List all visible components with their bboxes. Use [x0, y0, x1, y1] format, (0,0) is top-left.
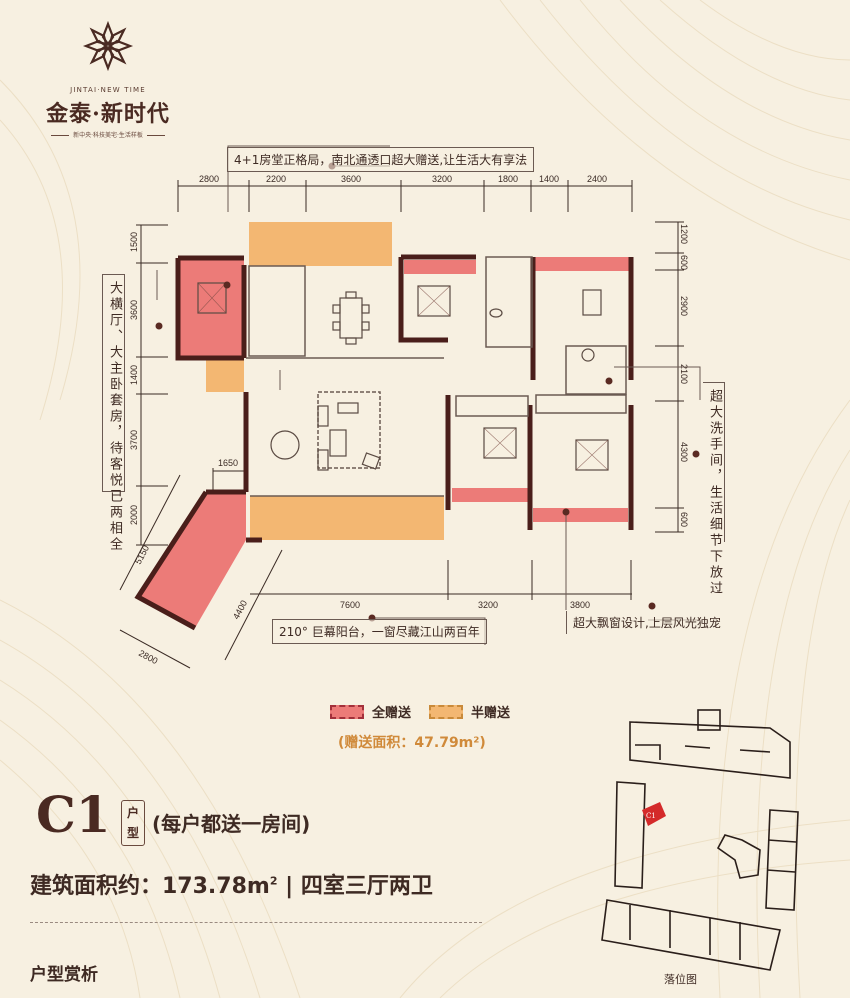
section-title: 户型赏析 [30, 965, 98, 985]
svg-text:2800: 2800 [137, 648, 159, 666]
brand-english-name: JINTAI·NEW TIME [70, 86, 146, 94]
callout-bathroom: 超大洗手间，生活细节下放过 [703, 382, 725, 597]
unit-model-tag: 户 型 [121, 800, 145, 846]
callout-living-room: 大横厅、大主卧套房，待客悦已两相全 [102, 274, 125, 553]
model-tag-line1: 户 [126, 806, 139, 820]
unit-note: (每户都送一房间) [152, 812, 311, 836]
dim-top-4: 1800 [498, 174, 518, 184]
room-config: | 四室三厅两卫 [277, 874, 433, 899]
unit-model: C1 [36, 785, 111, 844]
svg-text:3600: 3600 [129, 300, 139, 320]
svg-text:1200: 1200 [679, 224, 689, 244]
area-value: 建筑面积约：173.78m [30, 874, 270, 899]
gift-area: (赠送面积：47.79m²) [338, 735, 486, 751]
callout-balcony: 210° 巨幕阳台，一窗尽藏江山两百年 [272, 619, 487, 644]
full-gift-swatch [330, 704, 364, 719]
svg-text:4300: 4300 [679, 442, 689, 462]
svg-text:5150: 5150 [133, 544, 151, 566]
c1-marker-label: C1 [646, 812, 656, 820]
site-location-map: C1 [601, 709, 799, 971]
svg-text:1400: 1400 [129, 365, 139, 385]
dim-bottom-1: 3200 [478, 600, 498, 610]
svg-text:600: 600 [679, 512, 689, 527]
c1-marker [642, 802, 666, 826]
dim-top-3: 3200 [432, 174, 452, 184]
svg-text:600: 600 [679, 255, 689, 270]
svg-text:2000: 2000 [129, 505, 139, 525]
lotus-flower-icon [82, 20, 134, 72]
full-gift-label: 全赠送 [372, 706, 412, 721]
sitemap-caption: 落位图 [664, 973, 697, 986]
dim-top-1: 2200 [266, 174, 286, 184]
area-sup: 2 [269, 874, 278, 888]
model-tag-line2: 型 [126, 826, 139, 840]
dim-bottom-0: 7600 [340, 600, 360, 610]
dim-bottom-2: 3800 [570, 600, 590, 610]
svg-text:1500: 1500 [129, 232, 139, 252]
separator [30, 922, 482, 923]
callout-layout: 4+1房堂正格局，南北通透口超大赠送,让生活大有享法 [227, 147, 535, 172]
svg-text:2900: 2900 [679, 296, 689, 316]
svg-text:2100: 2100 [679, 364, 689, 384]
unit-area: 建筑面积约：173.78m2 | 四室三厅两卫 [30, 868, 433, 900]
callout-bay-window: 超大飘窗设计,上层风光独宠 [566, 611, 727, 634]
floor-plan: 2800 2200 3600 3200 1800 1400 2400 1650 … [119, 145, 701, 669]
brand-logo: JINTAI·NEW TIME 金泰·新时代 新中央·科技美宅·生活样板 [28, 20, 188, 139]
half-gift-label: 半赠送 [471, 706, 511, 721]
dim-top-6: 2400 [587, 174, 607, 184]
brand-chinese-name: 金泰·新时代 [46, 101, 170, 127]
dim-top-0: 2800 [199, 174, 219, 184]
half-gift-swatch [429, 704, 464, 719]
dim-1650: 1650 [218, 458, 238, 468]
dim-top-5: 1400 [539, 174, 559, 184]
dim-top-2: 3600 [341, 174, 361, 184]
brand-tagline: 新中央·科技美宅·生活样板 [28, 130, 188, 139]
svg-text:3700: 3700 [129, 430, 139, 450]
legend: 全赠送 半赠送 [330, 702, 510, 721]
